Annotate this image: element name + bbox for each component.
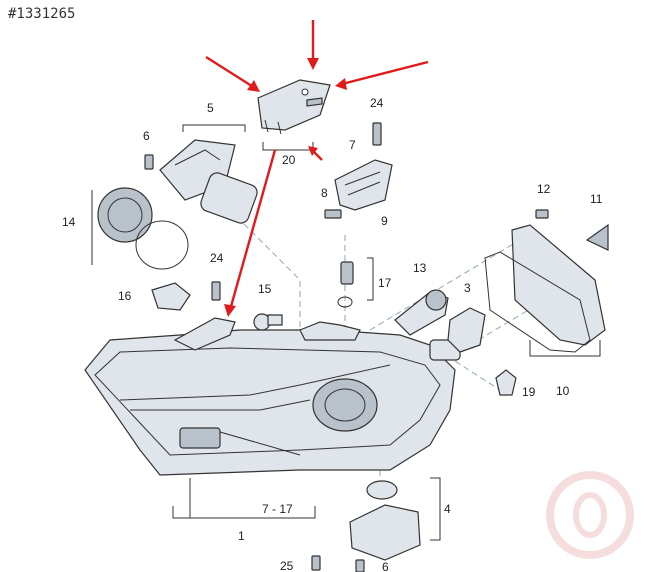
cap-part-15 — [253, 313, 283, 331]
connector-part-3 — [447, 307, 486, 353]
callout-10: 10 — [556, 384, 570, 398]
screw-part-17 — [337, 261, 354, 308]
screws — [144, 122, 549, 572]
callout-15: 15 — [258, 282, 272, 296]
bulb-part-16 — [151, 282, 191, 311]
control-module-part-5 — [159, 139, 258, 224]
callout-20: 20 — [282, 153, 296, 167]
callout-6-bottom: 6 — [382, 560, 389, 572]
callout-7-17: 7 - 17 — [262, 502, 293, 516]
bracket-part-7 — [334, 159, 393, 211]
callout-9: 9 — [381, 214, 388, 228]
reference-number: #1331265 — [8, 6, 76, 22]
headlamp-housing — [84, 321, 461, 476]
callout-25: 25 — [280, 559, 294, 572]
callout-19: 19 — [522, 385, 536, 399]
bracket-on-housing — [173, 317, 236, 351]
callout-brackets — [91, 124, 601, 541]
callout-12: 12 — [537, 182, 551, 196]
callout-14: 14 — [62, 215, 76, 229]
lens-part-14 — [97, 187, 189, 270]
callout-4: 4 — [444, 502, 451, 516]
watermark-logo — [546, 471, 634, 559]
callout-24-top: 24 — [370, 96, 384, 110]
rear-cover-part-10 — [484, 223, 609, 353]
callout-labels: 5 6 20 24 7 8 9 14 12 11 24 13 17 3 15 1… — [62, 96, 603, 572]
callout-7: 7 — [349, 138, 356, 152]
callout-1: 1 — [238, 529, 245, 543]
callout-17: 17 — [378, 276, 392, 290]
callout-3: 3 — [464, 281, 471, 295]
callout-16: 16 — [118, 289, 132, 303]
callout-13: 13 — [413, 261, 427, 275]
bracket-part-20 — [257, 79, 331, 135]
control-unit-part-4 — [349, 480, 421, 561]
actuator-part-13 — [394, 289, 449, 336]
callout-6-top: 6 — [143, 129, 150, 143]
callout-24-mid: 24 — [210, 251, 224, 265]
callout-5: 5 — [207, 101, 214, 115]
highlight-arrows — [205, 20, 429, 317]
plug-part-19 — [495, 369, 517, 396]
callout-11: 11 — [590, 192, 603, 206]
callout-8: 8 — [321, 186, 328, 200]
